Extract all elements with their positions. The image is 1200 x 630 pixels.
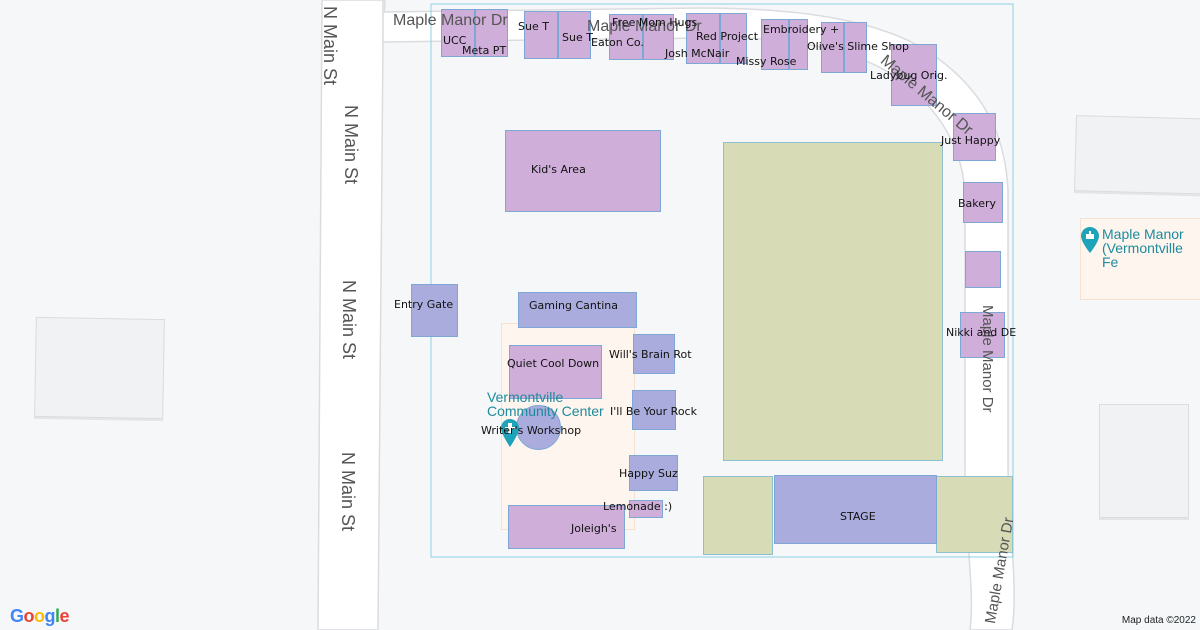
green-area-left-of-stage[interactable] [703, 476, 773, 555]
booth-meta-pt[interactable] [475, 9, 508, 57]
booth-label: Bakery [958, 197, 997, 210]
booth-label: Writer's Workshop [481, 424, 582, 437]
booth-label: Free Mom Hugs [612, 16, 698, 29]
booth-josh-mcnair[interactable] [720, 13, 747, 64]
booth-sue-t-2[interactable] [558, 11, 591, 59]
booth-bakery[interactable] [963, 182, 1003, 223]
booth-label: Red Project [696, 30, 759, 43]
booth-label: Olive's Slime Shop [807, 40, 910, 53]
booth-label: Joleigh's [571, 522, 617, 535]
road-n-main-st [317, 0, 386, 630]
booth-lemonade[interactable] [629, 500, 663, 518]
logo-letter: e [59, 606, 70, 626]
building [1099, 404, 1189, 518]
google-logo[interactable]: Google [10, 606, 70, 627]
booth-label: Meta PT [462, 44, 507, 57]
poi-name-line1: Maple Manor [1102, 226, 1184, 242]
festival-boundary [430, 3, 1014, 558]
booth-label: Gaming Cantina [529, 299, 618, 312]
booth-label: Missy Rose [736, 55, 797, 68]
green-area-field[interactable] [723, 142, 943, 461]
booth-label: UCC [443, 34, 467, 47]
booth-quiet-cool-down[interactable] [509, 345, 602, 399]
booth-unlabeled[interactable] [965, 251, 1001, 288]
road-label-n-main-st: N Main St [339, 280, 359, 360]
booth-missy-rose[interactable] [761, 19, 789, 70]
booth-eaton-co[interactable] [643, 14, 674, 60]
booth-label: I'll Be Your Rock [610, 405, 697, 418]
booth-wills-brain-rot[interactable] [633, 334, 675, 374]
booth-label: Embroidery + [763, 23, 840, 36]
logo-letter: l [55, 606, 60, 626]
building [34, 316, 165, 420]
booth-label: Lemonade :) [603, 500, 673, 513]
road-label-n-main-st: N Main St [341, 105, 361, 185]
map-attribution[interactable]: Map data ©2022 [1117, 614, 1200, 627]
booth-happy-suz[interactable] [629, 455, 678, 491]
booth-red-project[interactable] [686, 13, 720, 64]
logo-letter: o [23, 606, 35, 626]
booth-label: Sue T [562, 31, 593, 44]
booth-label: Josh McNair [665, 47, 730, 60]
booth-label: Happy Suz [619, 467, 678, 480]
booth-just-happy[interactable] [953, 113, 996, 161]
booth-label: Ladybug Orig. [870, 69, 948, 82]
booth-ladybug-orig[interactable] [891, 44, 937, 106]
road-label-maple-manor-dr: Maple Manor Dr [979, 305, 996, 413]
green-area-right-of-stage[interactable] [936, 476, 1013, 553]
booth-label: STAGE [840, 510, 876, 523]
booth-gaming-cantina[interactable] [518, 292, 637, 328]
booth-nikki-and-de[interactable] [960, 312, 1005, 358]
road-label-maple-manor-dr: Maple Manor Dr [587, 18, 702, 35]
building [1074, 115, 1200, 195]
road-label-maple-manor-dr: Maple Manor Dr [393, 12, 508, 29]
poi-label-community-center[interactable]: Vermontville Community Center [487, 390, 604, 418]
booth-kids-area[interactable] [505, 130, 661, 212]
booth-olives-slime-shop-1[interactable] [821, 22, 844, 73]
booth-label: Just Happy [941, 134, 1001, 147]
booth-entry-gate[interactable] [411, 284, 458, 337]
booth-label: Nikki and DE [946, 326, 1017, 339]
poi-name-line1: Vermontville [487, 389, 564, 405]
booth-label: Kid's Area [531, 163, 586, 176]
booth-joleighs[interactable] [508, 505, 625, 549]
booth-sue-t-1[interactable] [524, 11, 558, 59]
booth-stage[interactable] [774, 475, 937, 544]
logo-letter: o [34, 606, 45, 626]
venue-area-maple-manor [1080, 218, 1200, 300]
booth-ucc[interactable] [441, 9, 475, 57]
booth-label: Sue T [518, 20, 549, 33]
booth-label: Entry Gate [394, 298, 454, 311]
park-pin-icon[interactable] [1080, 226, 1100, 254]
road-label-n-main-st: N Main St [320, 6, 340, 86]
booth-olives-slime-shop-2[interactable] [844, 22, 867, 73]
booth-label: Quiet Cool Down [507, 357, 600, 370]
logo-letter: G [10, 606, 24, 626]
building-pin-icon[interactable] [500, 418, 520, 448]
booth-free-mom-hugs[interactable] [609, 14, 643, 60]
booth-label: Eaton Co. [591, 36, 644, 49]
booth-label: Will's Brain Rot [609, 348, 692, 361]
poi-name-line2: (Vermontville Fe [1102, 240, 1183, 270]
poi-label-maple-manor[interactable]: Maple Manor (Vermontville Fe [1102, 227, 1200, 269]
booth-embroidery[interactable] [789, 19, 808, 70]
road-label-n-main-st: N Main St [338, 452, 358, 532]
logo-letter: g [44, 606, 56, 626]
booth-ill-be-your-rock[interactable] [632, 390, 676, 430]
poi-name-line2: Community Center [487, 403, 604, 419]
